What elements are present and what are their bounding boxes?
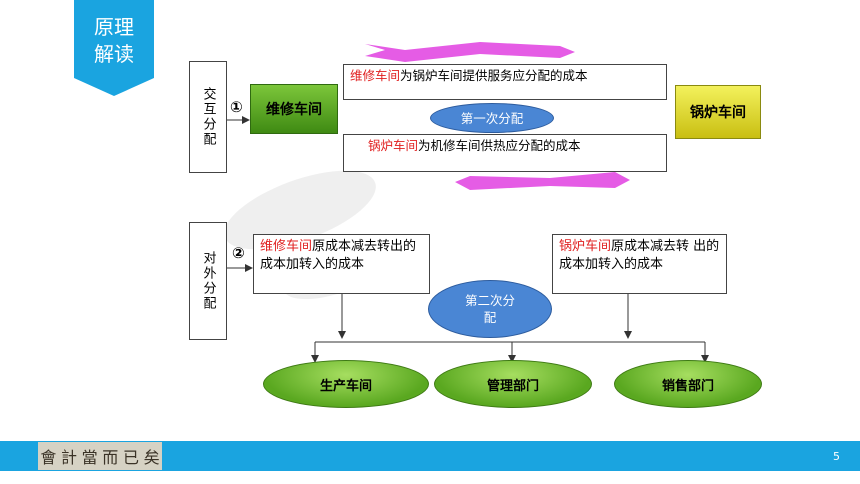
interactive-allocation-label: 交互分配 [189, 61, 227, 173]
repair-cost-note: 维修车间原成本减去转出的成本加转入的成本 [253, 234, 430, 294]
logo-glyph-3: 當 [81, 448, 98, 467]
first-allocation-ellipse: 第一次分配 [430, 103, 554, 133]
note1-highlight: 维修车间 [350, 68, 401, 83]
step-2-marker: ② [232, 244, 245, 262]
target-management-dept: 管理部门 [434, 360, 592, 408]
logo-glyph-6: 矣 [143, 448, 160, 467]
arrow-to-boiler [365, 42, 575, 62]
logo-glyph-2: 計 [60, 448, 77, 467]
second-allocation-ellipse: 第二次分配 [428, 280, 552, 338]
right-note-highlight: 锅炉车间 [559, 239, 612, 254]
boiler-cost-note: 锅炉车间原成本减去转 出的成本加转入的成本 [552, 234, 727, 294]
left-note-text: 原成本减去转出的成本加转入的成本 [260, 239, 417, 272]
target-sales-dept: 销售部门 [614, 360, 762, 408]
target-production-workshop: 生产车间 [263, 360, 429, 408]
boiler-workshop-box: 锅炉车间 [675, 85, 761, 139]
arrow-to-repair [455, 172, 630, 190]
section-badge-shape [74, 0, 154, 96]
external-label-text: 对外分配 [200, 251, 216, 311]
step-1-marker: ① [230, 98, 243, 116]
seal-logo: 會 計 當 而 已 矣 [38, 442, 162, 470]
right-note-text: 原成本减去转 出的成本加转入的成本 [559, 239, 720, 272]
interactive-label-text: 交互分配 [200, 87, 216, 147]
external-allocation-label: 对外分配 [189, 222, 227, 340]
logo-glyph-4: 而 [102, 448, 119, 467]
left-note-highlight: 维修车间 [260, 239, 313, 254]
page-number: 5 [833, 450, 840, 463]
badge-line-1: 原理 [94, 15, 134, 39]
logo-glyph-1: 會 [40, 448, 57, 467]
note1-text: 为锅炉车间提供服务应分配的成本 [400, 68, 588, 83]
logo-glyph-5: 已 [122, 448, 139, 467]
section-badge: 原理 解读 [74, 14, 154, 68]
repair-to-boiler-note: 维修车间为锅炉车间提供服务应分配的成本 [343, 64, 667, 100]
repair-workshop-box: 维修车间 [250, 84, 338, 134]
note2-highlight: 锅炉车间 [368, 138, 419, 153]
note2-text: 为机修车间供热应分配的成本 [418, 138, 581, 153]
badge-line-2: 解读 [94, 42, 134, 66]
boiler-to-repair-note: 锅炉车间为机修车间供热应分配的成本 [343, 134, 667, 172]
